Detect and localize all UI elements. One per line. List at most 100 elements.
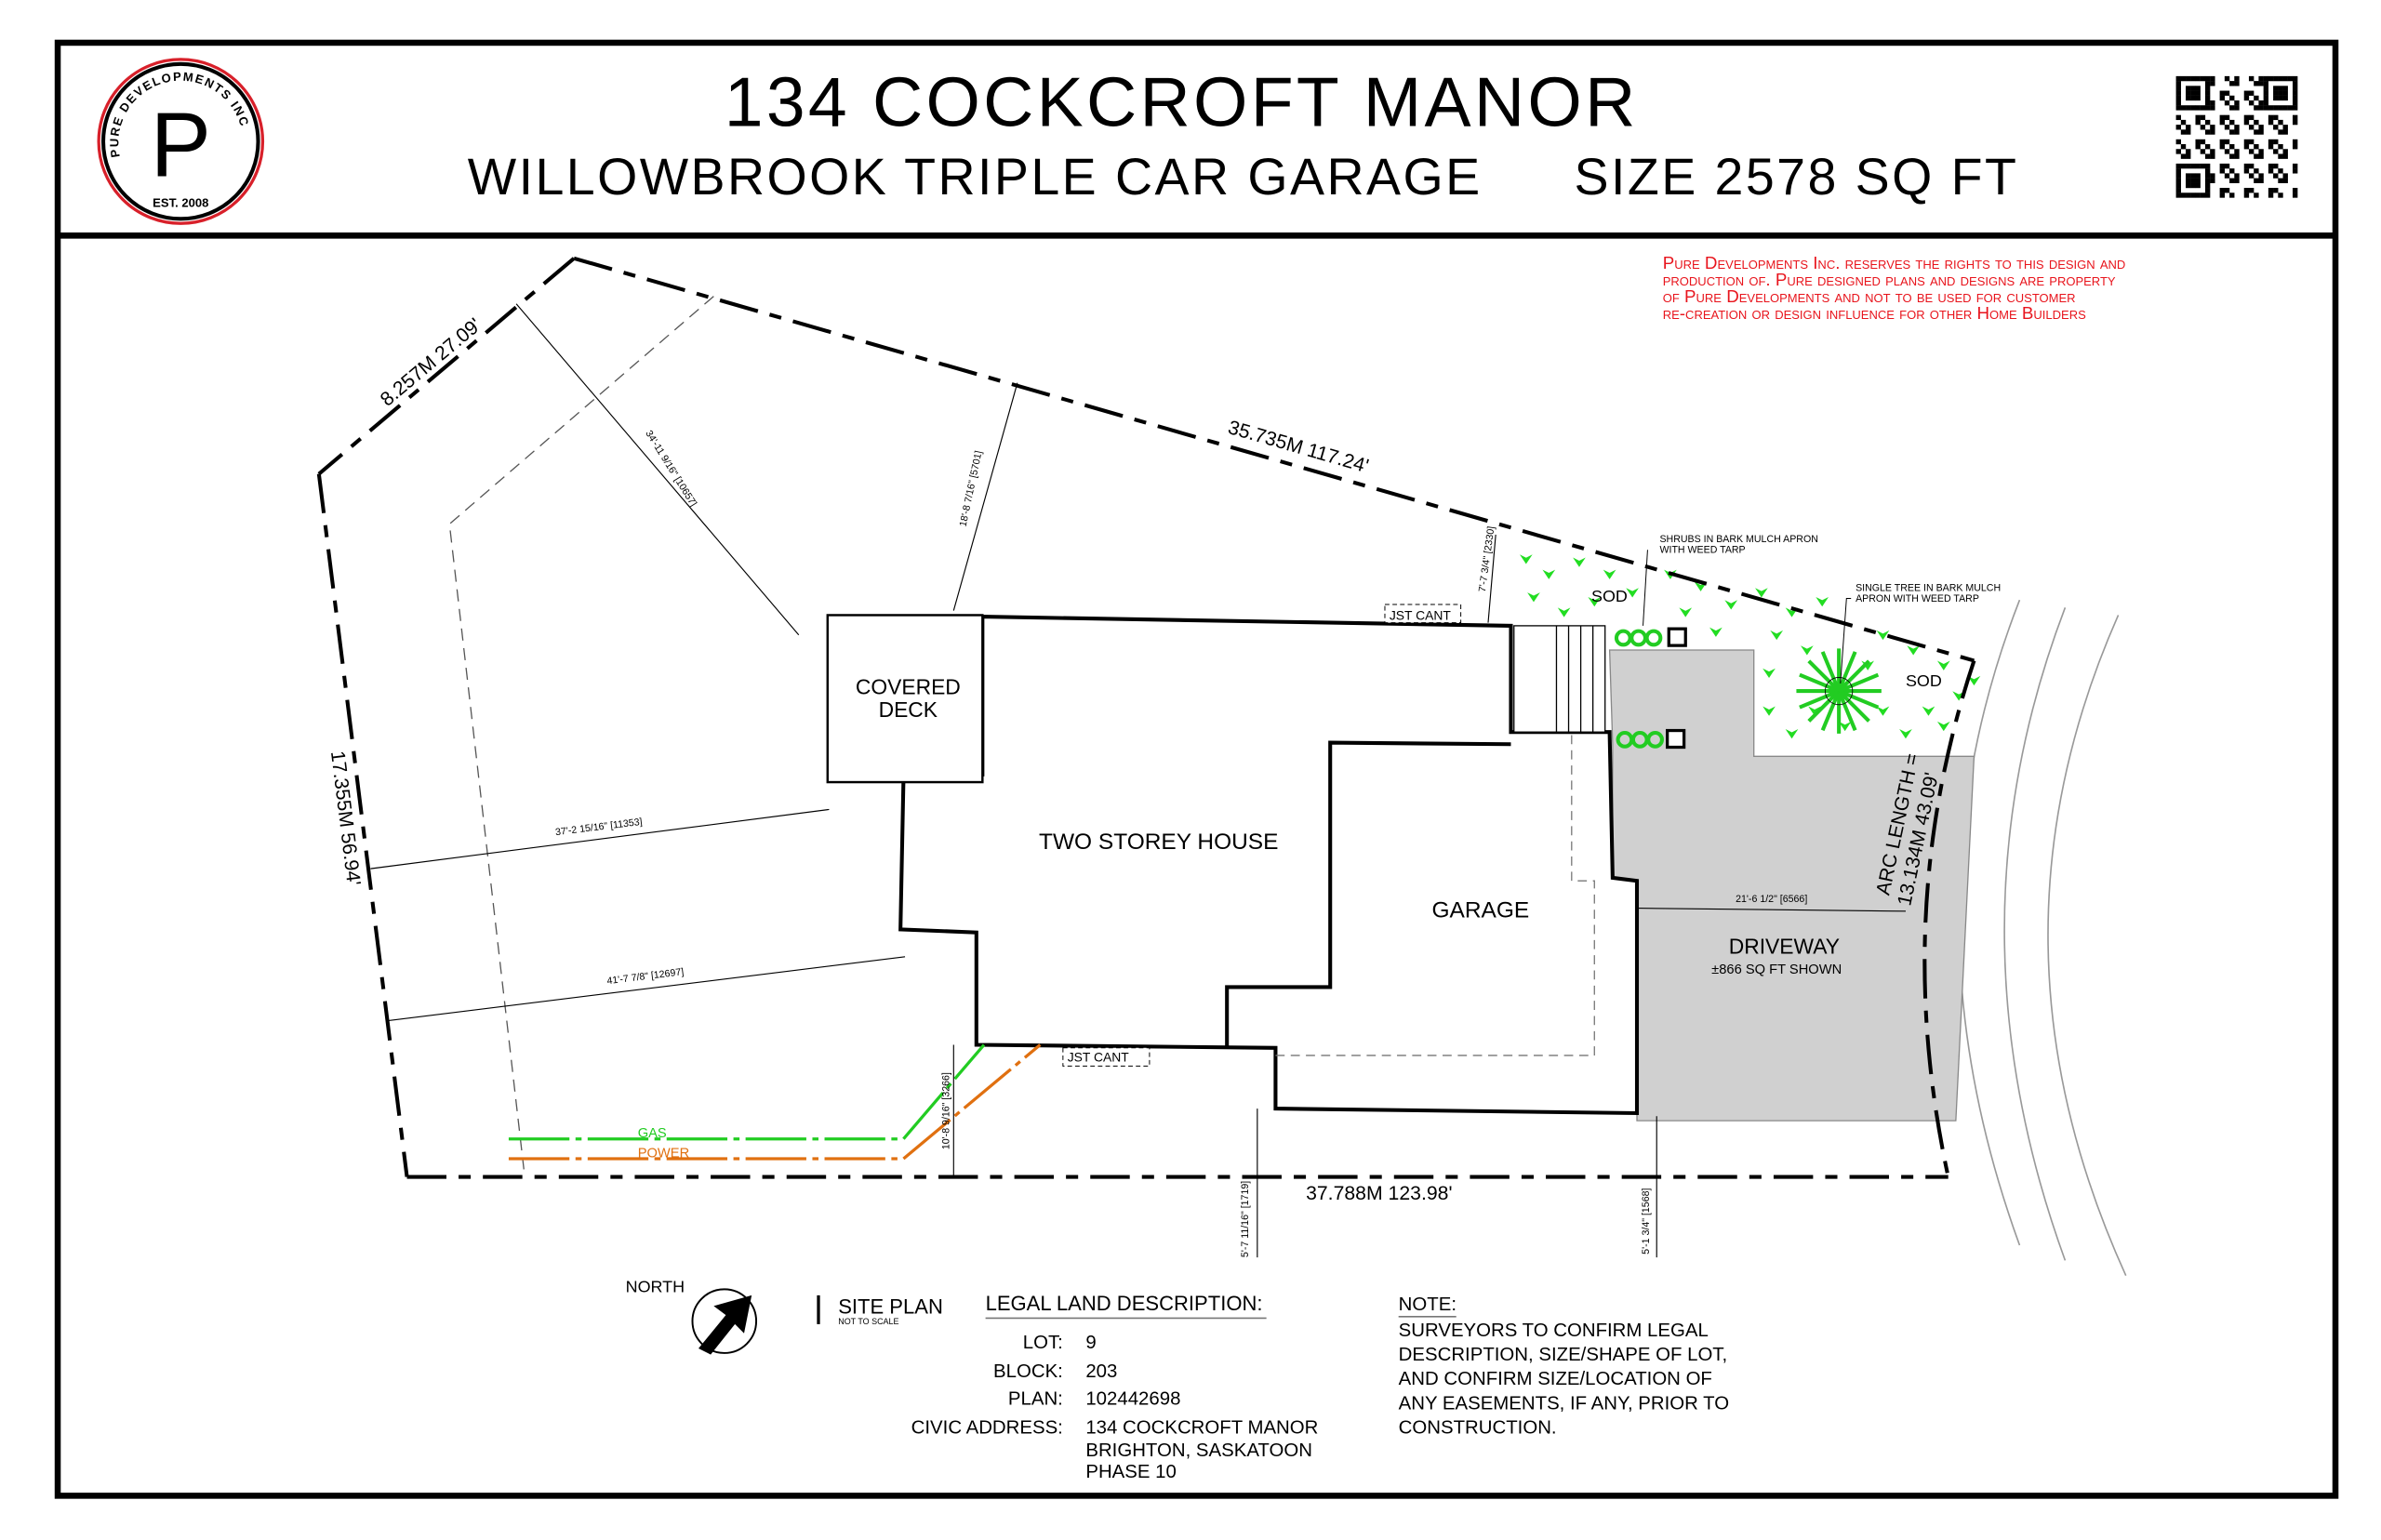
sod-mark	[1762, 706, 1776, 716]
svg-text:EST. 2008: EST. 2008	[153, 195, 208, 209]
sod-mark	[1907, 645, 1920, 656]
company-logo: PURE DEVELOPMENTS INC P EST. 2008	[97, 58, 265, 225]
svg-text:PHASE 10: PHASE 10	[1085, 1462, 1176, 1482]
sod-mark	[1694, 581, 1708, 591]
deck-label: DECK	[879, 697, 938, 722]
sod-mark	[1952, 691, 1965, 701]
model-name: WILLOWBROOK TRIPLE CAR GARAGE	[468, 148, 1483, 206]
shrubs	[1614, 629, 1664, 749]
svg-text:134 COCKCROFT MANOR: 134 COCKCROFT MANOR	[1085, 1417, 1318, 1438]
sod-mark	[1967, 675, 1981, 686]
svg-text:ANY EASEMENTS, IF ANY, PRIOR T: ANY EASEMENTS, IF ANY, PRIOR TO	[1399, 1393, 1729, 1414]
svg-text:9: 9	[1085, 1333, 1096, 1353]
sod-mark	[1876, 706, 1890, 716]
shrubs-note: WITH WEED TARP	[1659, 545, 1745, 556]
svg-text:BRIGHTON, SASKATOON: BRIGHTON, SASKATOON	[1085, 1440, 1312, 1461]
setback-line	[448, 296, 714, 1170]
sod-label: SOD	[1591, 587, 1628, 605]
shrubs-note: SHRUBS IN BARK MULCH APRON	[1659, 534, 1817, 545]
power-label: POWER	[638, 1146, 690, 1161]
sod-mark	[1762, 668, 1776, 678]
site-plan-title: SITE PLAN	[838, 1294, 943, 1318]
jst-cant-label: JST CANT	[1068, 1049, 1130, 1064]
svg-text:CIVIC ADDRESS:: CIVIC ADDRESS:	[911, 1417, 1063, 1438]
sod-mark	[1936, 660, 1950, 670]
sod-mark	[1770, 630, 1784, 641]
dimension-driveway-width: 21'-6 1/2" [6566]	[1736, 894, 1807, 905]
jst-cant-box	[1384, 604, 1462, 624]
north-arrow-icon	[691, 1288, 758, 1355]
sod-mark	[1785, 729, 1799, 739]
svg-text:re-creation or design influenc: re-creation or design influence for othe…	[1663, 303, 2086, 323]
svg-text:PLAN:: PLAN:	[1008, 1388, 1063, 1409]
shrub-box	[1667, 627, 1687, 647]
front-steps	[1513, 625, 1606, 733]
sod-mark	[1838, 721, 1852, 732]
garage-interior-line	[1275, 735, 1595, 1056]
dimension-northwest-boundary: 8.257M 27.09'	[377, 314, 486, 411]
dimension-side-2: 41'-7 7/8" [12697]	[606, 966, 685, 987]
svg-text:NOTE:: NOTE:	[1399, 1294, 1457, 1315]
lot-boundary	[316, 256, 1976, 1179]
sod-texture	[1519, 554, 1981, 739]
svg-text:LOT:: LOT:	[1023, 1333, 1063, 1353]
svg-text:P: P	[151, 94, 211, 196]
sod-mark	[1573, 557, 1586, 567]
sod-mark	[1785, 607, 1799, 617]
tree-note: SINGLE TREE IN BARK MULCH	[1856, 582, 2001, 593]
svg-text:AND CONFIRM SIZE/LOCATION OF: AND CONFIRM SIZE/LOCATION OF	[1399, 1369, 1712, 1389]
dimension-south-boundary: 37.788M 123.98'	[1306, 1183, 1452, 1204]
svg-text:203: 203	[1085, 1361, 1117, 1382]
sod-mark	[1936, 721, 1950, 732]
sod-mark	[1876, 630, 1890, 641]
house-label: TWO STOREY HOUSE	[1039, 830, 1278, 855]
sod-mark	[1542, 569, 1556, 579]
deck-label: COVERED	[856, 674, 961, 698]
page-title: 134 COCKCROFT MANOR	[725, 63, 1639, 141]
svg-text:SURVEYORS TO CONFIRM LEGAL: SURVEYORS TO CONFIRM LEGAL	[1399, 1321, 1709, 1341]
sod-mark	[1557, 607, 1571, 617]
dimension-south-mid: 5'-7 11/16" [1719]	[1240, 1181, 1251, 1257]
sod-mark	[1588, 596, 1602, 607]
north-label: NORTH	[626, 1278, 685, 1296]
sod-mark	[1899, 729, 1912, 739]
sod-mark	[1626, 588, 1639, 598]
sod-mark	[1755, 588, 1768, 598]
driveway-area: ±866 SQ FT SHOWN	[1711, 962, 1842, 977]
driveway-label: DRIVEWAY	[1729, 935, 1840, 959]
sod-mark	[1519, 554, 1533, 564]
svg-text:DESCRIPTION, SIZE/SHAPE OF LOT: DESCRIPTION, SIZE/SHAPE OF LOT,	[1399, 1345, 1728, 1365]
house-garage-divider	[1225, 740, 1511, 1048]
dimension-lines	[370, 303, 1906, 1258]
svg-text:Pure Developments Inc. reserve: Pure Developments Inc. reserves the righ…	[1663, 253, 2126, 272]
house-size: SIZE 2578 SQ FT	[1575, 148, 2019, 206]
legal-description: LOT: 9 BLOCK: 203 PLAN: 102442698 CIVIC …	[911, 1333, 1319, 1482]
sod-mark	[1922, 706, 1935, 716]
dimension-top-boundary: 35.735M 117.24'	[1226, 417, 1371, 477]
dimension-rear-diag: 34'-11 9/16" [10657]	[643, 429, 698, 509]
power-line	[508, 1043, 1042, 1161]
jst-cant-label: JST CANT	[1390, 607, 1452, 622]
svg-text:CONSTRUCTION.: CONSTRUCTION.	[1399, 1417, 1557, 1438]
qr-code-icon	[2175, 75, 2298, 198]
dimension-south-right: 5'-1 3/4" [1568]	[1641, 1188, 1652, 1254]
sod-mark	[1603, 569, 1616, 579]
svg-text:production of. Pure designed p: production of. Pure designed plans and d…	[1663, 270, 2116, 289]
sheet-border	[54, 39, 2339, 1499]
svg-text:of Pure Developments and not t: of Pure Developments and not to be used …	[1663, 286, 2076, 306]
gas-label: GAS	[638, 1126, 667, 1141]
dimension-south-left: 10'-8 9/16" [3266]	[940, 1072, 951, 1149]
svg-text:102442698: 102442698	[1085, 1388, 1180, 1409]
legal-title: LEGAL LAND DESCRIPTION:	[986, 1292, 1263, 1315]
covered-deck	[826, 614, 984, 784]
sod-mark	[1679, 607, 1693, 617]
gas-line	[508, 1043, 986, 1141]
tree-note: APRON WITH WEED TARP	[1856, 593, 1979, 604]
sod-mark	[1801, 645, 1814, 656]
tree-icon	[1796, 648, 1882, 734]
garage-label: GARAGE	[1431, 897, 1529, 923]
svg-text:BLOCK:: BLOCK:	[993, 1361, 1063, 1382]
copyright-notice: Pure Developments Inc. reserves the righ…	[1663, 253, 2126, 323]
surveyor-note: NOTE: SURVEYORS TO CONFIRM LEGAL DESCRIP…	[1399, 1294, 1729, 1438]
